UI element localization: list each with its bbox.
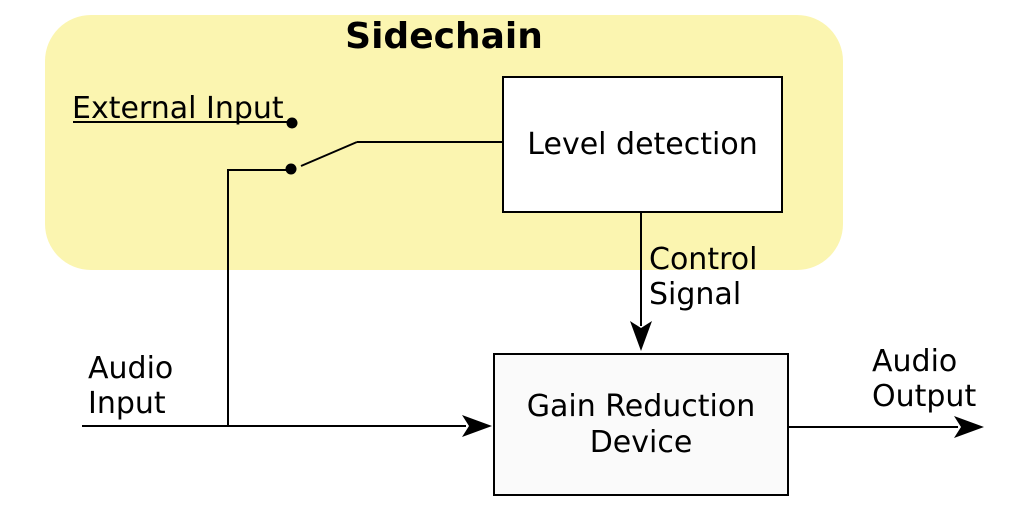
sidechain-switch <box>227 141 503 426</box>
gain-reduction-device-box: Gain Reduction Device <box>493 353 789 496</box>
audio-input-line2: Input <box>88 386 166 422</box>
audio-output-connector <box>788 416 984 438</box>
audio-output-label: Audio Output <box>872 344 976 415</box>
control-signal-label: Control Signal <box>649 242 757 313</box>
control-signal-line1: Control <box>649 242 758 277</box>
audio-output-arrowhead <box>954 416 984 438</box>
control-signal-line2: Signal <box>649 277 742 313</box>
external-input-connector <box>73 117 298 129</box>
audio-tap-line <box>227 169 288 426</box>
audio-input-connector <box>82 415 492 437</box>
audio-input-arrowhead <box>462 415 492 437</box>
control-signal-connector <box>630 213 652 351</box>
switch-arm <box>300 141 358 167</box>
gain-reduction-device-label: Gain Reduction Device <box>527 389 756 460</box>
audio-output-line1: Audio <box>872 344 958 379</box>
audio-input-line1: Audio <box>88 351 174 386</box>
gain-reduction-line2: Device <box>589 424 693 460</box>
audio-output-line2: Output <box>872 379 977 415</box>
level-detection-label: Level detection <box>527 126 758 162</box>
external-input-label: External Input <box>72 91 284 126</box>
external-input-terminal-dot <box>286 117 298 129</box>
sidechain-title: Sidechain <box>345 16 543 57</box>
switch-pole-dot <box>285 163 297 175</box>
audio-input-label: Audio Input <box>88 351 173 422</box>
gain-reduction-line1: Gain Reduction <box>526 389 756 425</box>
level-detection-box: Level detection <box>502 76 783 213</box>
control-signal-arrowhead <box>630 321 652 351</box>
